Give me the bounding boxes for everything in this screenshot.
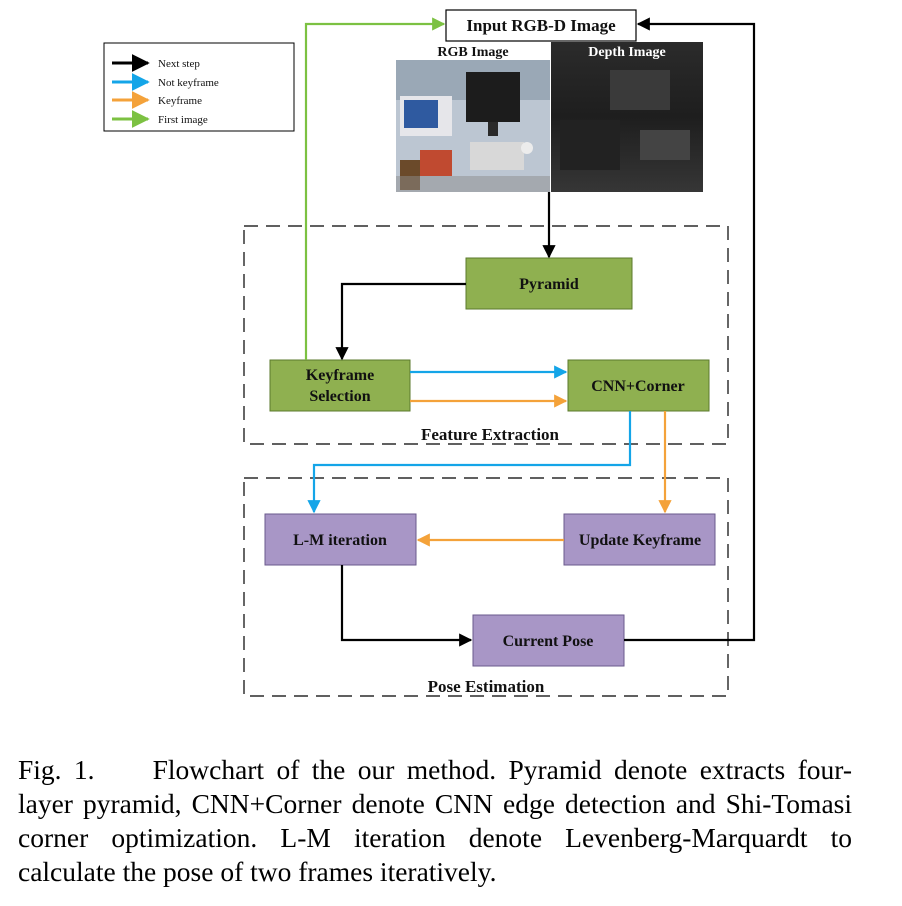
legend-first-image-label: First image — [158, 114, 208, 126]
input-node: Input RGB-D Image — [445, 9, 637, 42]
arrow-current-pose-to-input — [624, 17, 756, 642]
current-pose-node: Current Pose — [472, 614, 625, 667]
update-keyframe-label: Update Keyframe — [579, 532, 701, 549]
pose-estimation-label: Pose Estimation — [428, 677, 545, 696]
lm-iteration-node: L-M iteration — [264, 513, 417, 566]
pyramid-node: Pyramid — [465, 257, 633, 310]
arrow-cnn-to-lm-not-keyframe — [307, 411, 632, 514]
feature-extraction-label: Feature Extraction — [421, 425, 560, 444]
depth-image: Depth Image — [551, 42, 703, 192]
arrow-lm-to-current-pose — [340, 565, 473, 647]
lm-iteration-label: L-M iteration — [293, 532, 387, 549]
legend-keyframe-label: Keyframe — [158, 95, 202, 107]
pose-estimation-group — [243, 477, 729, 697]
update-keyframe-node: Update Keyframe — [563, 513, 716, 566]
feature-extraction-group — [243, 225, 729, 445]
cnn-corner-node: CNN+Corner — [567, 359, 710, 412]
current-pose-label: Current Pose — [503, 633, 594, 650]
legend-next-step-label: Next step — [158, 58, 200, 70]
cnn-corner-label: CNN+Corner — [591, 378, 685, 395]
rgb-image-label: RGB Image — [437, 45, 508, 60]
caption-text: Flowchart of the our method. Pyramid den… — [18, 754, 852, 887]
legend-not-keyframe-label: Not keyframe — [158, 77, 219, 89]
arrow-keyframe-to-input-first-image — [304, 17, 446, 360]
depth-image-label: Depth Image — [588, 45, 665, 60]
arrow-pyramid-to-keyframe — [335, 282, 466, 361]
rgb-image: RGB Image — [396, 42, 550, 192]
input-title: Input RGB-D Image — [466, 16, 616, 35]
legend: Next step Not keyframe Keyframe First im… — [103, 42, 295, 132]
flowchart-diagram: Next step Not keyframe Keyframe First im… — [103, 9, 756, 697]
pyramid-label: Pyramid — [519, 276, 579, 293]
keyframe-selection-label-line1: Keyframe — [306, 367, 374, 384]
figure-number: Fig. 1. — [18, 754, 95, 785]
figure-caption: Fig. 1.Flowchart of the our method. Pyra… — [18, 753, 852, 889]
keyframe-selection-node: Keyframe Selection — [269, 359, 411, 412]
keyframe-selection-label-line2: Selection — [309, 388, 370, 405]
